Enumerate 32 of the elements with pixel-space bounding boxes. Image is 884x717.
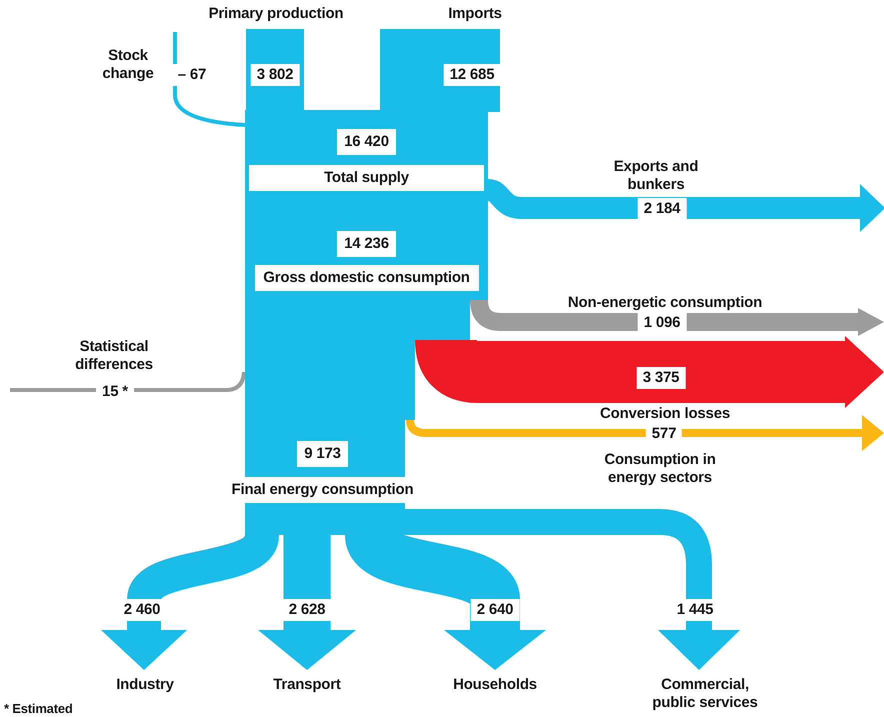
value-label: 2 184 <box>638 198 686 220</box>
flow-arrow <box>405 509 740 670</box>
flow-label: Imports <box>448 5 502 23</box>
flow-label: Exports and bunkers <box>612 158 700 194</box>
footnote: * Estimated <box>4 700 74 717</box>
flow-label: Households <box>453 676 537 694</box>
flow-arrow <box>406 415 884 451</box>
value-label: 16 420 <box>337 129 396 155</box>
value-label: 1 096 <box>638 312 686 334</box>
stage-label: Total supply <box>249 165 484 191</box>
flow-label: Non-energetic consumption <box>566 294 764 312</box>
flow-label: Statistical differences <box>74 338 154 374</box>
flow-arrow <box>470 299 884 336</box>
value-label: 2 640 <box>470 599 520 621</box>
flow-label: Conversion losses <box>599 405 731 423</box>
flow-band <box>380 29 500 112</box>
value-label: 3 802 <box>250 64 300 86</box>
flow-label: Consumption in energy sectors <box>603 451 717 487</box>
flow-arrow <box>486 179 884 232</box>
value-label: 3 375 <box>636 367 686 389</box>
flow-label: Primary production <box>208 5 344 23</box>
value-label: 2 628 <box>282 599 332 621</box>
value-label: 9 173 <box>297 441 348 467</box>
value-label: 14 236 <box>337 231 396 257</box>
flow-label: Industry <box>116 676 174 694</box>
flow-label: Commercial, public services <box>651 676 759 712</box>
stage-label: Gross domestic consumption <box>254 265 478 291</box>
value-label: 12 685 <box>444 64 500 86</box>
flow-band <box>246 29 304 112</box>
flow-label: Transport <box>273 676 341 694</box>
flow-label: Stock change <box>101 47 155 83</box>
flow-arrow <box>415 336 884 408</box>
